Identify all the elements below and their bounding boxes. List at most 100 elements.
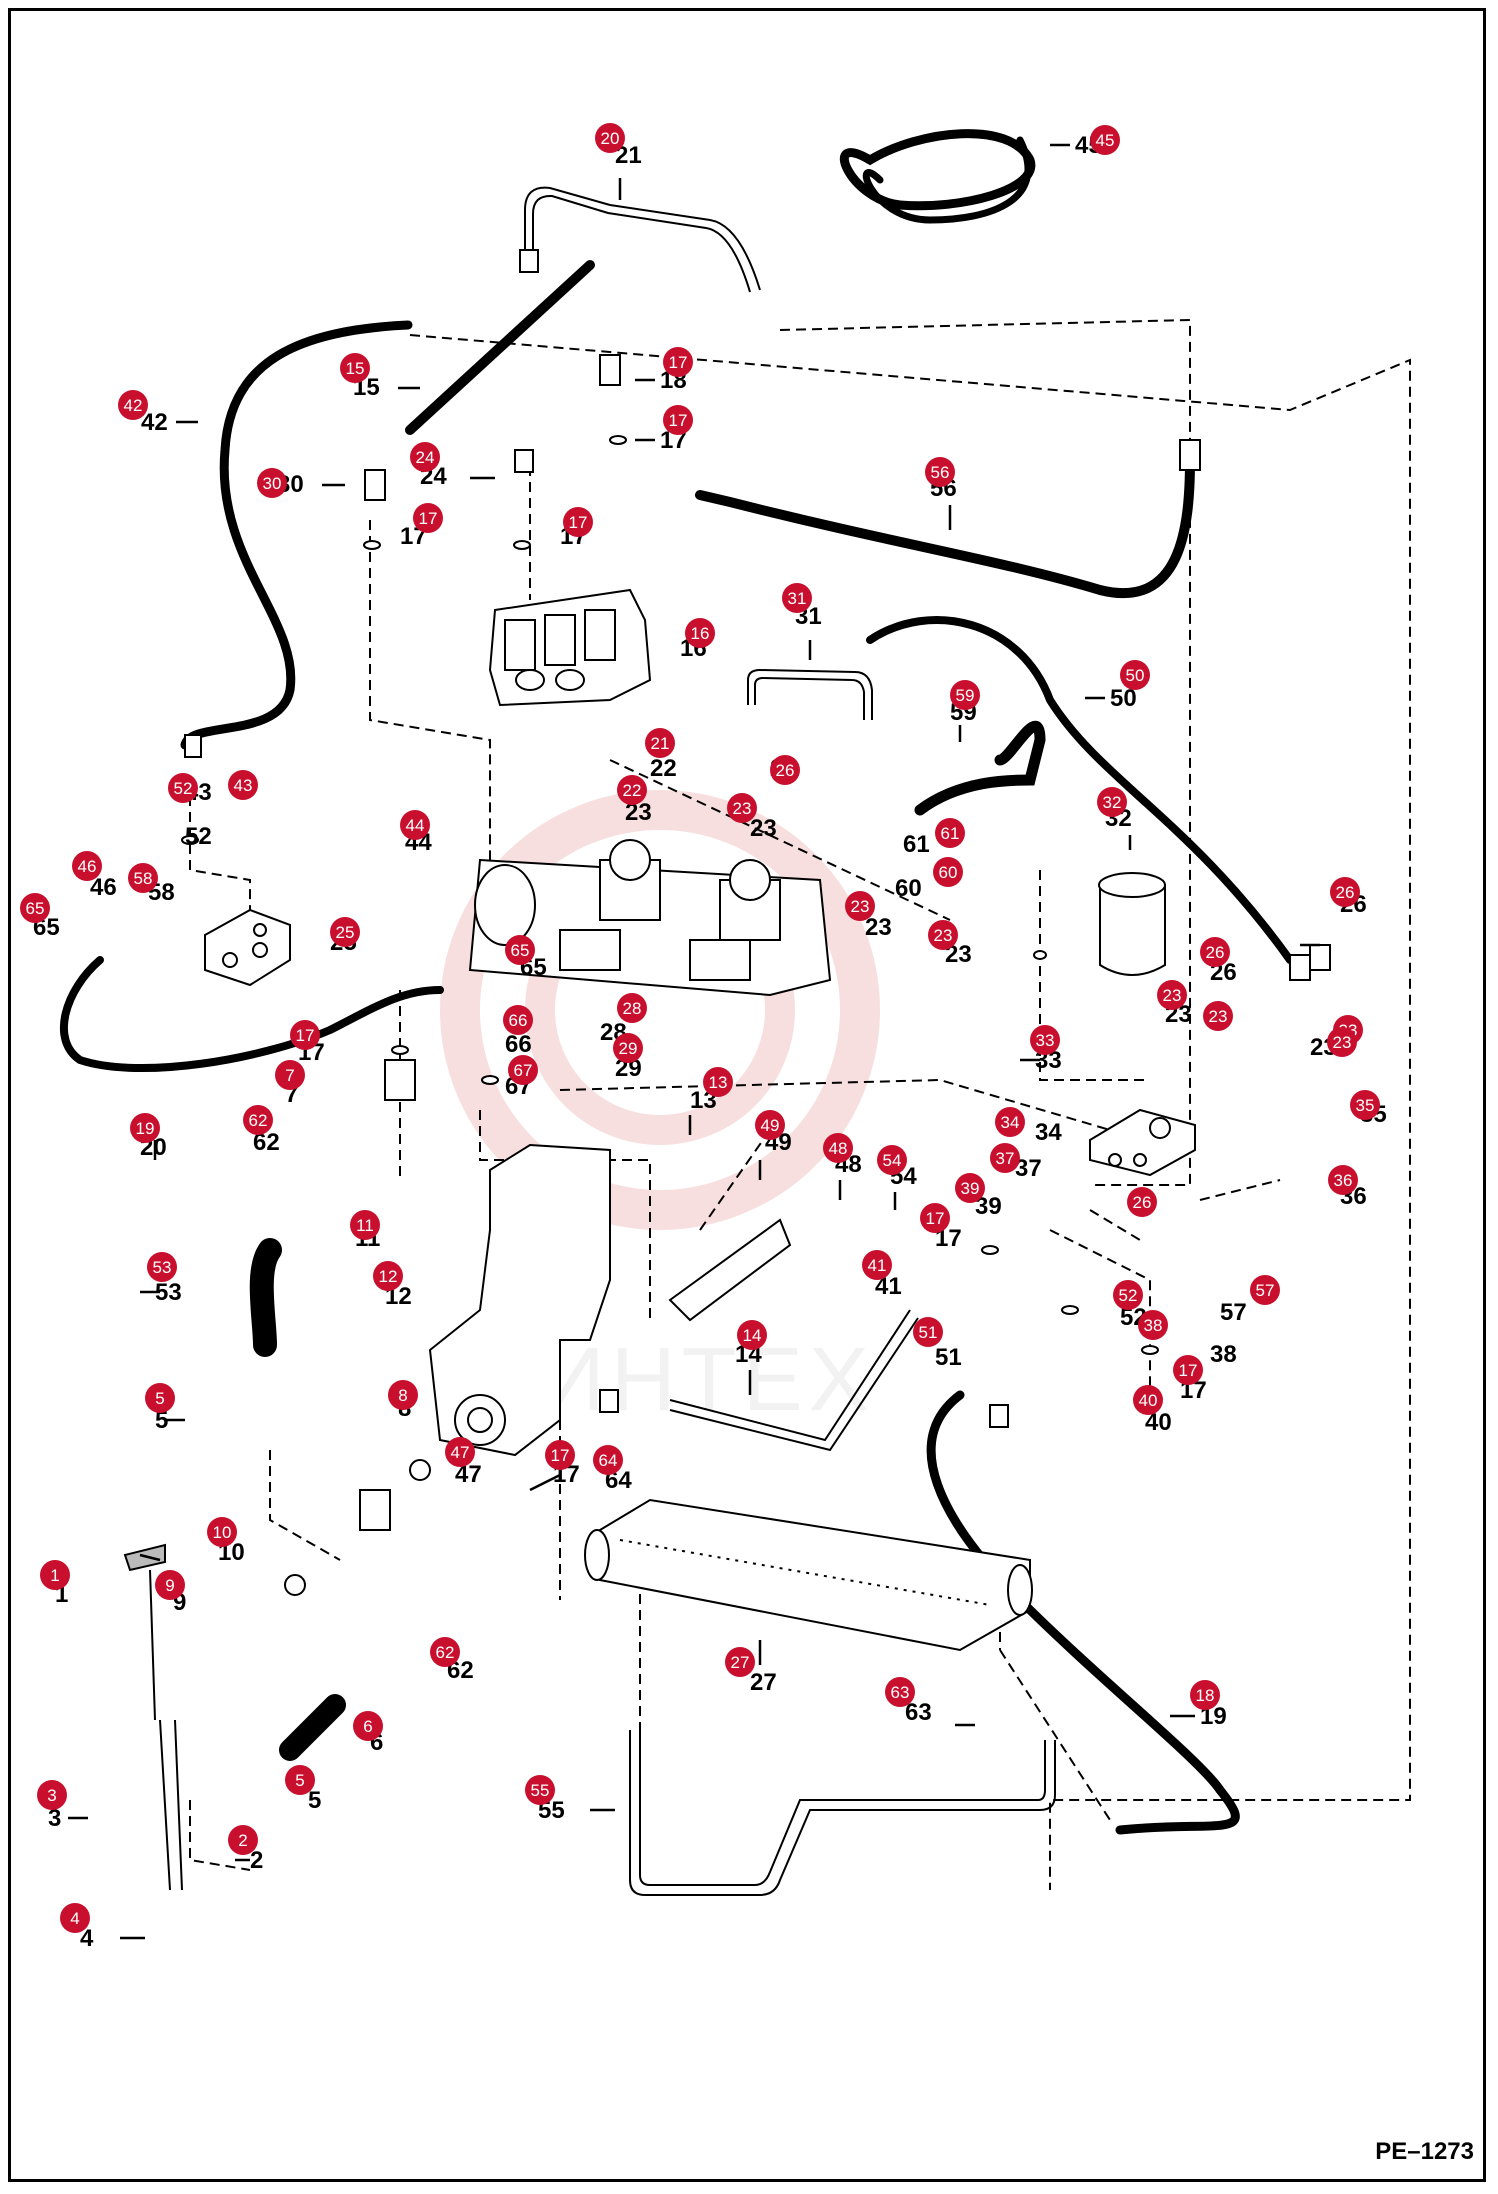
callout: 66 (503, 1005, 533, 1035)
o-rings (181, 435, 1159, 1596)
callout: 59 (950, 680, 980, 710)
svg-text:55: 55 (531, 1781, 550, 1800)
svg-text:60: 60 (939, 863, 958, 882)
svg-text:63: 63 (891, 1683, 910, 1702)
callout: 21 (645, 728, 675, 758)
svg-text:23: 23 (1209, 1007, 1228, 1026)
callout: 20 (595, 123, 625, 153)
svg-text:17: 17 (1179, 1361, 1198, 1380)
control-valve (488, 588, 652, 707)
svg-text:26: 26 (1206, 943, 1225, 962)
callout: 62 (430, 1637, 460, 1667)
callout: 23 (845, 891, 875, 921)
svg-text:17: 17 (419, 509, 438, 528)
svg-text:13: 13 (709, 1073, 728, 1092)
callout: 56 (925, 457, 955, 487)
svg-text:9: 9 (165, 1576, 174, 1595)
svg-text:66: 66 (505, 1031, 532, 1058)
callout: 17 (663, 347, 693, 377)
callout: 31 (782, 583, 812, 613)
svg-text:38: 38 (1144, 1316, 1163, 1335)
svg-text:23: 23 (865, 914, 892, 941)
svg-text:26: 26 (776, 761, 795, 780)
svg-text:53: 53 (153, 1258, 172, 1277)
callout: 52 (1113, 1280, 1143, 1310)
svg-text:16: 16 (691, 624, 710, 643)
svg-text:20: 20 (601, 129, 620, 148)
svg-text:33: 33 (1036, 1031, 1055, 1050)
svg-text:21: 21 (651, 734, 670, 753)
callout: 10 (207, 1517, 237, 1547)
svg-text:22: 22 (623, 781, 642, 800)
callout: 17 (545, 1440, 575, 1470)
oil-cooler (584, 1498, 1033, 1652)
callout: 18 (1190, 1680, 1220, 1710)
svg-text:1: 1 (50, 1566, 59, 1585)
callout: 64 (593, 1445, 623, 1475)
svg-text:23: 23 (851, 897, 870, 916)
callout: 65 (20, 893, 50, 923)
svg-text:12: 12 (379, 1267, 398, 1286)
callout: 26 (770, 755, 800, 785)
svg-text:50: 50 (1126, 666, 1145, 685)
svg-text:31: 31 (788, 589, 807, 608)
svg-text:14: 14 (743, 1326, 762, 1345)
svg-text:44: 44 (406, 816, 425, 835)
callout: 12 (373, 1261, 403, 1291)
filter-element (1098, 872, 1166, 976)
svg-text:28: 28 (623, 999, 642, 1018)
svg-text:23: 23 (1163, 986, 1182, 1005)
callout: 24 (410, 442, 440, 472)
callout: 17 (290, 1020, 320, 1050)
bracket (668, 1218, 792, 1322)
callout: 17 (563, 507, 593, 537)
callout: 30 (257, 468, 287, 498)
callout: 49 (755, 1110, 785, 1140)
svg-text:45: 45 (1096, 131, 1115, 150)
svg-text:2: 2 (238, 1831, 247, 1850)
svg-text:58: 58 (134, 869, 153, 888)
svg-text:3: 3 (48, 1805, 61, 1832)
callout: 60 (933, 857, 963, 887)
svg-text:11: 11 (356, 1216, 374, 1235)
callout: 44 (400, 810, 430, 840)
svg-text:38: 38 (1210, 1341, 1237, 1368)
callout: 3 (37, 1780, 67, 1810)
callout: 34 (995, 1107, 1025, 1137)
svg-text:26: 26 (1133, 1193, 1152, 1212)
callout: 45 (1090, 125, 1120, 155)
callout: 62 (243, 1105, 273, 1135)
svg-text:27: 27 (731, 1653, 750, 1672)
hoses (60, 129, 1294, 1835)
svg-text:8: 8 (398, 1386, 407, 1405)
svg-text:59: 59 (956, 686, 975, 705)
svg-text:6: 6 (363, 1717, 372, 1736)
callout: 17 (413, 503, 443, 533)
callout: 13 (703, 1067, 733, 1097)
callout: 57 (1250, 1275, 1280, 1305)
callout: 2 (228, 1825, 258, 1855)
svg-text:7: 7 (285, 1066, 294, 1085)
callout: 32 (1097, 787, 1127, 817)
svg-text:17: 17 (551, 1446, 570, 1465)
svg-text:3: 3 (47, 1786, 56, 1805)
callout: 42 (118, 390, 148, 420)
callout: 11 (350, 1210, 380, 1240)
svg-text:34: 34 (1035, 1119, 1062, 1146)
svg-text:52: 52 (185, 823, 212, 850)
callout: 22 (617, 775, 647, 805)
svg-text:52: 52 (1119, 1286, 1138, 1305)
leader-ticks (68, 143, 1320, 1940)
svg-text:37: 37 (996, 1149, 1015, 1168)
callout: 17 (1173, 1355, 1203, 1385)
svg-text:27: 27 (750, 1669, 777, 1696)
svg-text:29: 29 (619, 1039, 638, 1058)
callout: 26 (1330, 877, 1360, 907)
callout: 9 (155, 1570, 185, 1600)
callout: 48 (823, 1133, 853, 1163)
svg-text:18: 18 (1196, 1686, 1215, 1705)
callout: 17 (920, 1203, 950, 1233)
callout: 23 (928, 920, 958, 950)
callout: 65 (505, 935, 535, 965)
